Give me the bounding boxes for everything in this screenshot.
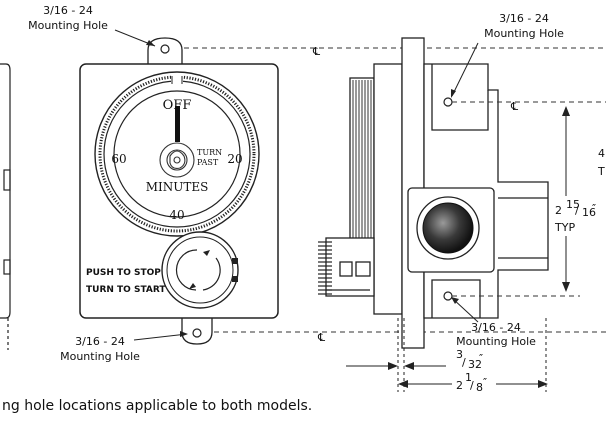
height-whole: 2 xyxy=(555,204,562,217)
knob-knurl xyxy=(318,241,332,295)
dial-minutes-label: MINUTES xyxy=(146,180,209,194)
start-stop-knob xyxy=(161,231,239,309)
offset-numerator: 3 xyxy=(456,348,463,361)
offset-inch-mark: ″ xyxy=(479,352,483,365)
side-upper-hole-size: 3/16 - 24 xyxy=(499,12,549,25)
height-numerator: 15 xyxy=(566,198,580,211)
centerline-symbol-upper-hole: ℄ xyxy=(510,100,518,113)
top-mounting-hole xyxy=(160,44,170,54)
height-denominator: 16 xyxy=(582,206,596,219)
left-partial-view xyxy=(0,63,11,350)
dial-past-label: PAST xyxy=(197,158,219,167)
edge-letter: T xyxy=(597,165,605,178)
push-to-stop-label: PUSH TO STOP xyxy=(86,268,161,278)
offset-dimension: 3 / 32 ″ xyxy=(346,318,547,392)
side-lower-hole xyxy=(443,291,453,301)
front-top-hole-size: 3/16 - 24 xyxy=(43,4,93,17)
side-upper-hole-callout: 3/16 - 24 Mounting Hole xyxy=(451,12,564,98)
offset-denominator: 32 xyxy=(468,358,482,371)
offset-slash: / xyxy=(462,356,466,369)
figure-caption: ng hole locations applicable to both mod… xyxy=(2,398,313,414)
width-denominator: 8 xyxy=(476,381,483,394)
side-port-opening xyxy=(422,202,474,254)
side-upper-hole xyxy=(443,97,453,107)
front-bottom-hole-size: 3/16 - 24 xyxy=(75,335,125,348)
width-slash: / xyxy=(470,379,474,392)
side-lower-hole-caption: Mounting Hole xyxy=(456,335,536,348)
centerline-symbol-top: ℄ xyxy=(312,45,320,58)
side-view xyxy=(318,37,549,349)
front-view: OFF 60 20 40 MINUTES TURN PAST PUSH TO S… xyxy=(79,37,606,345)
dial-face xyxy=(113,90,241,218)
front-top-hole-callout: 3/16 - 24 Mounting Hole xyxy=(28,4,156,47)
front-bottom-hole-caption: Mounting Hole xyxy=(60,350,140,363)
dial-sixty-label: 60 xyxy=(111,152,126,166)
edge-digit: 4 xyxy=(598,147,605,160)
dial-center-knob xyxy=(159,142,195,178)
turn-to-start-label: TURN TO START xyxy=(86,285,166,295)
dial-rim-ribs xyxy=(352,80,372,241)
height-inch-mark: ″ xyxy=(592,202,596,215)
side-upper-hole-caption: Mounting Hole xyxy=(484,27,564,40)
width-dimension: 2 1 / 8 ″ xyxy=(398,371,548,394)
side-lower-hole-size: 3/16 - 24 xyxy=(471,321,521,334)
bottom-mounting-hole xyxy=(192,328,202,338)
dial-twenty-label: 20 xyxy=(227,152,242,166)
dial-turn-label: TURN xyxy=(197,148,222,157)
dial-forty-label: 40 xyxy=(169,208,184,222)
height-dimension: 2 15 / 16 ″ TYP xyxy=(552,106,596,292)
dial-pointer xyxy=(175,106,180,142)
centerline-symbol-bottom: ℄ xyxy=(317,331,325,344)
front-top-hole-caption: Mounting Hole xyxy=(28,19,108,32)
width-whole: 2 xyxy=(456,379,463,392)
dial-off-label: OFF xyxy=(163,98,192,113)
height-typ-label: TYP xyxy=(554,221,575,234)
height-slash: / xyxy=(575,204,579,217)
side-lower-hole-callout: 3/16 - 24 Mounting Hole xyxy=(451,297,536,348)
front-bottom-hole-callout: 3/16 - 24 Mounting Hole xyxy=(60,331,188,363)
width-inch-mark: ″ xyxy=(483,376,487,389)
width-numerator: 1 xyxy=(465,371,472,384)
